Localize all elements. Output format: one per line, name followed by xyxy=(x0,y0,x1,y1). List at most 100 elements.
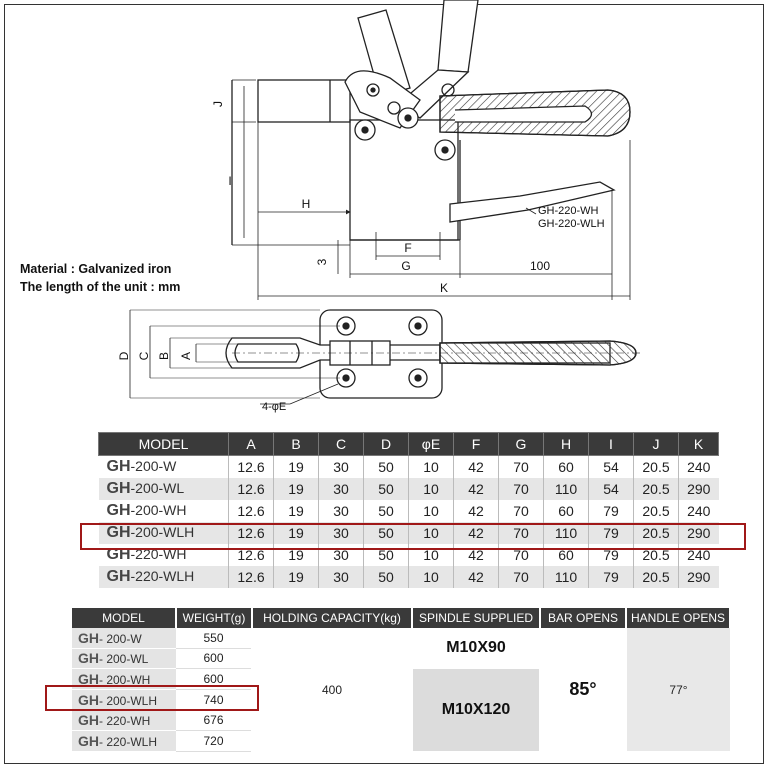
value-cell: 42 xyxy=(453,500,499,522)
model-suffix: -200-WH xyxy=(130,502,187,518)
value-cell: 70 xyxy=(498,566,544,588)
value-cell: 60 xyxy=(543,455,589,478)
material-note: Material : Galvanized iron xyxy=(20,262,172,276)
model-prefix: GH xyxy=(106,568,131,585)
value-cell: 50 xyxy=(363,478,409,500)
side-view xyxy=(231,0,631,300)
model-cell: GH- 200-W xyxy=(72,628,176,649)
value-cell: 70 xyxy=(498,500,544,522)
dim-header-3: C xyxy=(318,432,364,456)
dim-label-i: I xyxy=(228,174,231,188)
value-cell: 50 xyxy=(363,500,409,522)
model-prefix: GH xyxy=(106,502,131,519)
value-cell: 70 xyxy=(498,522,544,544)
spec-header-4: BAR OPENS xyxy=(540,608,627,628)
value-cell: 50 xyxy=(363,455,409,478)
dim-header-8: H xyxy=(543,432,589,456)
model-suffix: -220-WLH xyxy=(130,568,195,584)
value-cell: 30 xyxy=(318,478,364,500)
value-cell: 19 xyxy=(273,522,319,544)
value-cell: 20.5 xyxy=(633,566,679,588)
highlight-gh-200-wlh-dimensions xyxy=(80,523,746,550)
table-row: GH- 200-WLH 740 xyxy=(72,689,730,711)
value-cell: 290 xyxy=(678,522,719,544)
value-cell: 60 xyxy=(543,500,589,522)
value-cell: 54 xyxy=(588,455,634,478)
model-suffix: -200-WL xyxy=(130,480,185,496)
value-cell: 50 xyxy=(363,566,409,588)
callout-gh-220-wh: GH-220-WH xyxy=(538,205,599,217)
weight-cell: 600 xyxy=(176,668,253,690)
model-prefix: GH xyxy=(106,480,131,497)
value-cell: 110 xyxy=(543,522,589,544)
dim-header-11: K xyxy=(678,432,719,456)
model-suffix: - 200-WLH xyxy=(99,693,158,708)
dim-label-h: H xyxy=(302,197,311,211)
model-cell: GH- 200-WH xyxy=(72,668,176,690)
value-cell: 42 xyxy=(453,455,499,478)
model-suffix: - 200-WH xyxy=(99,672,151,687)
value-cell: 19 xyxy=(273,500,319,522)
model-cell: GH- 220-WH xyxy=(72,709,176,731)
value-cell: 70 xyxy=(498,455,544,478)
model-prefix: GH xyxy=(106,546,131,563)
dim-label-100: 100 xyxy=(530,259,550,273)
dim-header-9: I xyxy=(588,432,634,456)
model-suffix: -200-W xyxy=(130,458,177,474)
value-cell: 12.6 xyxy=(228,500,274,522)
model-prefix: GH xyxy=(106,524,131,541)
model-cell: GH-220-WLH xyxy=(98,566,229,588)
value-cell: 30 xyxy=(318,522,364,544)
model-suffix: - 200-W xyxy=(99,631,142,646)
value-cell: 30 xyxy=(318,500,364,522)
model-cell: GH- 200-WL xyxy=(72,648,176,670)
bar-opens-cell: 85° xyxy=(540,628,627,752)
model-cell: GH-200-WH xyxy=(98,500,229,522)
spec-header-3: SPINDLE SUPPLIED xyxy=(412,608,541,628)
value-cell: 10 xyxy=(408,455,454,478)
value-cell: 42 xyxy=(453,566,499,588)
callout-gh-220-wlh: GH-220-WLH xyxy=(538,218,605,230)
dim-header-4: D xyxy=(363,432,409,456)
spec-header-2: HOLDING CAPACITY(kg) xyxy=(252,608,413,628)
value-cell: 79 xyxy=(588,566,634,588)
model-suffix: - 220-WH xyxy=(99,714,151,729)
weight-cell: 676 xyxy=(176,709,253,731)
model-suffix: -200-WLH xyxy=(130,524,195,540)
dim-header-6: F xyxy=(453,432,499,456)
model-prefix: GH xyxy=(78,712,99,729)
dim-header-5: φE xyxy=(408,432,454,456)
value-cell: 20.5 xyxy=(633,455,679,478)
weight-cell: 740 xyxy=(176,689,253,711)
dim-header-10: J xyxy=(633,432,679,456)
spec-header-1: WEIGHT(g) xyxy=(176,608,253,628)
unit-note: The length of the unit : mm xyxy=(20,280,181,294)
dim-label-j: J xyxy=(211,101,225,107)
value-cell: 54 xyxy=(588,478,634,500)
dim-label-3: 3 xyxy=(315,258,329,265)
value-cell: 20.5 xyxy=(633,522,679,544)
spindle-m10x120-cell: M10X120 xyxy=(412,668,541,752)
handle-opens-cell: 77° xyxy=(626,628,730,752)
holding-capacity-cell: 400 xyxy=(252,628,413,752)
dim-label-f: F xyxy=(404,241,411,255)
dim-label-b: B xyxy=(157,352,171,360)
weight-cell: 720 xyxy=(176,730,253,752)
model-prefix: GH xyxy=(78,670,99,687)
page-frame xyxy=(4,4,764,764)
value-cell: 12.6 xyxy=(228,566,274,588)
value-cell: 110 xyxy=(543,566,589,588)
model-prefix: GH xyxy=(78,691,99,708)
model-cell: GH-200-W xyxy=(98,455,229,478)
model-prefix: GH xyxy=(106,458,131,475)
value-cell: 10 xyxy=(408,478,454,500)
value-cell: 12.6 xyxy=(228,455,274,478)
